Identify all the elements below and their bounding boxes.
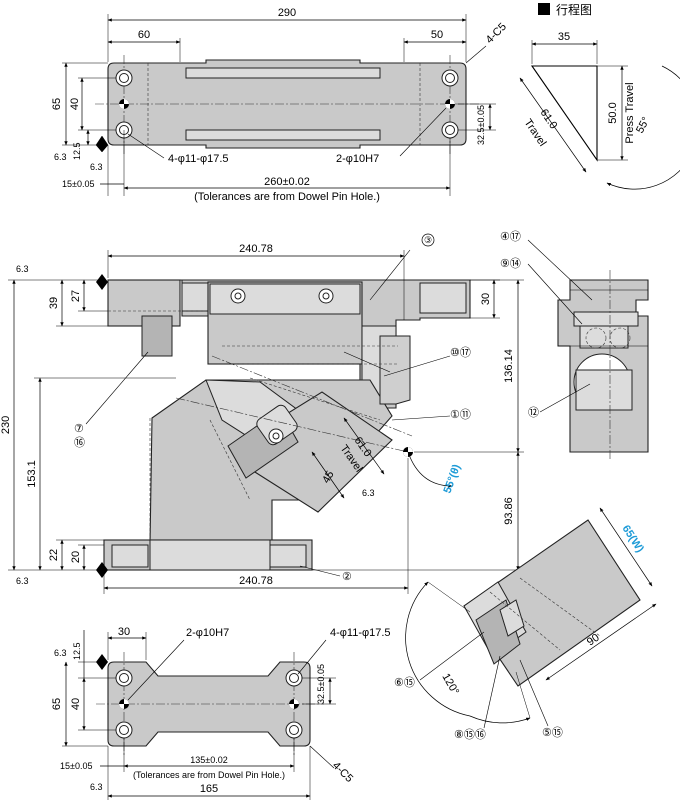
stroke-travel-dim: 61.0 [538,107,560,131]
stroke-width-dim: 35 [558,31,570,43]
dim-dowel-span: 260±0.02 [264,176,310,188]
dim-right-offset: 50 [431,29,443,41]
dim-left-edge-tol: 15±0.05 [62,179,94,189]
bottom-edge-to-hole: 12.5 [72,642,82,660]
dim-front-top-width: 240.78 [239,243,273,255]
legend-title: 行程图 [556,2,592,17]
press-travel-label: Press Travel [624,82,636,143]
detail-depth: 90 [585,632,602,649]
callout-5-15: ⑤⑮ [542,726,563,739]
dim-front-base-h1: 22 [48,549,60,561]
dim-front-upper-h1: 39 [48,297,60,309]
roughness-top-left: 6.3 [54,152,67,162]
roughness-bottom-left: 6.3 [54,648,67,658]
dim-left-offset: 60 [138,29,150,41]
dim-front-upper-h2: 27 [70,290,82,302]
bottom-chamfer: 4-C5 [330,760,355,785]
detail-width-label: 65(W) [619,523,646,555]
bottom-left-offset: 30 [118,626,130,638]
slide-width-dim: 45 [320,469,337,486]
dim-total-length: 290 [278,7,296,19]
bottom-dowel-holes: 2-φ10H7 [186,627,229,639]
side-view: ④⑰ ⑨⑭ ⑫ [500,230,649,460]
bottom-tolerance-note: (Tolerances are from Dowel Pin Hole.) [133,770,285,780]
callout-9-14: ⑨⑭ [500,257,521,270]
dim-front-upper-right: 30 [480,293,492,305]
dim-height-overall: 65 [51,98,63,110]
callout-3: ③ [424,235,432,245]
chamfer-note-top: 4-C5 [484,21,509,46]
tolerance-note-top: (Tolerances are from Dowel Pin Hole.) [194,191,380,203]
detail-view: 65(W) 90 120° ⑥⑮ ⑧⑮⑯ ⑤⑮ [394,507,657,741]
bottom-hole-spacing-v: 40 [70,698,82,710]
dim-edge-to-hole: 12.5 [72,142,82,160]
bottom-plan-view: 30 2-φ10H7 4-φ11-φ17.5 12.5 6.3 65 40 32… [51,626,391,800]
dim-front-right-upper: 136.14 [503,349,515,383]
bolt-holes-note: 4-φ11-φ17.5 [168,153,229,165]
dim-front-total-height: 230 [0,416,12,434]
callout-2: ② [342,571,352,583]
callout-12: ⑫ [528,406,539,419]
top-plan-view: 290 60 50 4-C5 65 40 12.5 6.3 6.3 15±0.0… [51,7,509,203]
callout-10-17: ⑩⑰ [450,346,471,359]
bottom-left-edge-tol: 15±0.05 [60,761,92,771]
roughness-top-left-2: 6.3 [90,162,103,172]
stroke-angle: 55° [634,115,652,135]
dim-right-hole-tol: 32.5±0.05 [476,105,486,145]
roughness-front-bottom: 6.3 [16,576,29,586]
bottom-dowel-span: 135±0.02 [190,755,227,765]
bottom-height-overall: 65 [51,698,63,710]
roughness-bottom-2: 6.3 [90,782,103,792]
callout-1-11: ①⑪ [450,408,471,421]
callout-8-15-16: ⑧⑮⑯ [454,728,486,741]
dowel-holes-note: 2-φ10H7 [336,153,379,165]
bottom-bolt-holes: 4-φ11-φ17.5 [330,627,391,639]
bottom-right-hole-tol: 32.5±0.05 [316,664,326,704]
dim-front-right-lower: 93.86 [503,497,515,525]
dim-hole-spacing-v: 40 [69,98,81,110]
callout-6-15: ⑥⑮ [394,676,415,689]
detail-angle: 120° [439,672,461,698]
callout-4-17: ④⑰ [500,230,521,243]
bottom-total-length: 165 [200,783,218,795]
callout-16: ⑯ [74,436,85,449]
roughness-slide: 6.3 [362,488,375,498]
roughness-front-top: 6.3 [16,264,29,274]
dim-front-bottom-width: 240.78 [239,575,273,587]
angle-theta: 55°(θ) [442,463,464,496]
dim-front-base-h2: 20 [70,551,82,563]
stroke-height-dim: 50.0 [607,102,619,123]
front-view: 240.78 240.78 230 6.3 6.3 39 27 30 136.1… [0,233,524,594]
callout-7: ⑦ [74,423,84,435]
stroke-diagram: 行程图 35 50.0 Press Travel 61.0 Travel 55° [519,2,680,190]
dim-front-lower-height: 153.1 [26,460,38,488]
